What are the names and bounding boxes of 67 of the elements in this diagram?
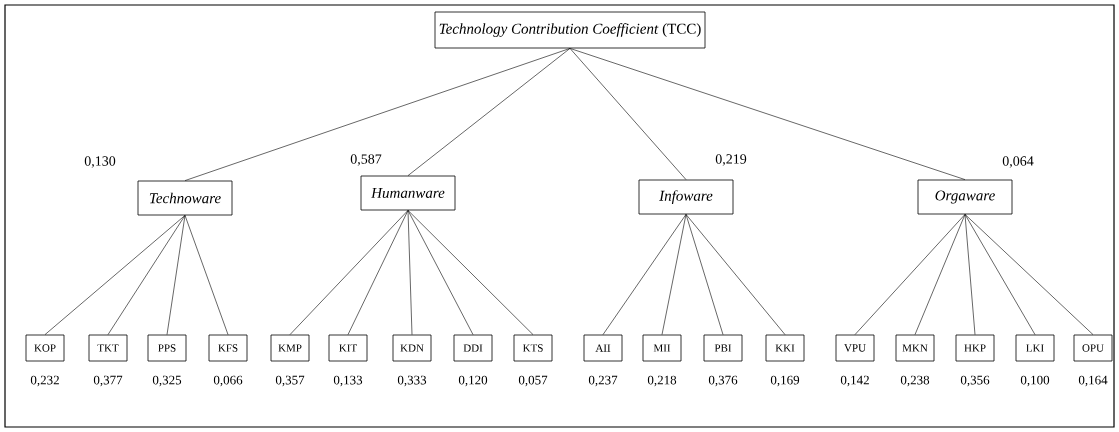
indicator-box: KKI	[765, 334, 805, 362]
indicator-box: LKI	[1015, 334, 1055, 362]
connector-line	[184, 48, 571, 181]
category-box: Technoware	[137, 180, 233, 216]
weight-value: 0,218	[647, 375, 677, 387]
indicator-box: PBI	[703, 334, 743, 362]
indicator-box: DDI	[453, 334, 493, 362]
weight-value: 0,142	[840, 375, 869, 387]
weight-value: 0,133	[333, 375, 363, 387]
indicator-box: KDN	[392, 334, 432, 362]
weight-value: 0,333	[397, 375, 427, 387]
weight-value: 0,130	[84, 156, 116, 168]
connector-line	[407, 210, 413, 335]
indicator-box: MKN	[895, 334, 935, 362]
category-box: Orgaware	[917, 179, 1013, 215]
weight-value: 0,587	[350, 154, 382, 166]
root-box: Technology Contribution Coefficient (TCC)	[434, 11, 706, 49]
connector-line	[44, 215, 186, 335]
connector-line	[602, 214, 687, 335]
indicator-box: TKT	[88, 334, 128, 362]
indicator-box: KTS	[513, 334, 553, 362]
connector-line	[854, 214, 966, 335]
weight-value: 0,169	[770, 375, 800, 387]
connector-line	[914, 214, 966, 335]
connector-line	[107, 215, 186, 335]
category-box: Infoware	[638, 179, 734, 215]
connector-line	[964, 214, 976, 335]
weight-value: 0,219	[715, 154, 747, 166]
weight-value: 0,238	[900, 375, 930, 387]
connector-line	[407, 48, 571, 176]
weight-value: 0,057	[518, 375, 548, 387]
weight-value: 0,325	[152, 375, 182, 387]
connector-line	[964, 214, 1036, 335]
indicator-box: KOP	[25, 334, 65, 362]
category-box: Humanware	[360, 175, 456, 211]
indicator-box: OPU	[1073, 334, 1113, 362]
indicator-box: KMP	[270, 334, 310, 362]
connector-line	[685, 214, 786, 335]
indicator-box: VPU	[835, 334, 875, 362]
indicator-box: KIT	[328, 334, 368, 362]
connector-line	[407, 210, 474, 335]
connector-line	[407, 210, 534, 335]
weight-value: 0,356	[960, 375, 990, 387]
indicator-box: KFS	[208, 334, 248, 362]
connector-line	[289, 210, 409, 335]
weight-value: 0,066	[213, 375, 243, 387]
weight-value: 0,064	[1002, 156, 1034, 168]
connector-line	[964, 214, 1094, 335]
weight-value: 0,120	[458, 375, 488, 387]
connector-line	[569, 48, 687, 180]
indicator-box: AII	[583, 334, 623, 362]
connector-line	[184, 215, 229, 335]
weight-value: 0,164	[1078, 375, 1108, 387]
indicator-box: HKP	[955, 334, 995, 362]
weight-value: 0,377	[93, 375, 123, 387]
weight-value: 0,357	[275, 375, 305, 387]
weight-value: 0,100	[1020, 375, 1050, 387]
connector-line	[166, 215, 186, 335]
weight-value: 0,232	[30, 375, 59, 387]
weight-value: 0,376	[708, 375, 738, 387]
connector-line	[661, 214, 687, 335]
indicator-box: MII	[642, 334, 682, 362]
indicator-box: PPS	[147, 334, 187, 362]
connector-line	[569, 48, 966, 180]
connector-line	[685, 214, 724, 335]
connector-line	[347, 210, 409, 335]
weight-value: 0,237	[588, 375, 618, 387]
